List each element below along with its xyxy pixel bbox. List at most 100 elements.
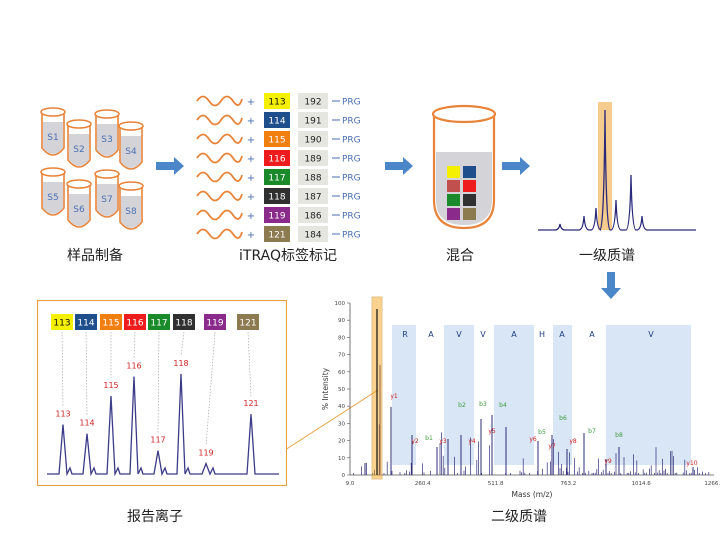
sample-tube: S5: [40, 167, 66, 216]
y-ion-label: y2: [411, 438, 419, 445]
plus-sign: +: [247, 230, 255, 241]
b-ion-label: b6: [559, 415, 567, 422]
y-tick-label: 0: [342, 473, 346, 479]
y-tick-label: 50: [338, 387, 345, 393]
reporter-box: [237, 314, 259, 330]
y-ion-label: y5: [488, 428, 496, 435]
balance-tag-label: 192: [304, 98, 321, 108]
balance-tag-box: [298, 169, 328, 185]
sequence-residue: V: [480, 330, 486, 339]
peptide-wave-icon: [196, 152, 243, 164]
y-ion-label: y3: [439, 438, 447, 445]
b-ion-label: b1: [425, 435, 433, 442]
precursor-highlight: [598, 102, 612, 230]
reporter-box-label: 117: [150, 319, 167, 329]
sequence-residue: H: [539, 330, 545, 339]
x-tick-label: 763.2: [561, 481, 577, 487]
reporter-peak-label: 118: [173, 359, 188, 368]
mixed-sample-swatch: [463, 194, 476, 206]
reporter-peak-label: 113: [55, 410, 70, 419]
balance-tag-box: [298, 150, 328, 166]
mixed-sample-swatch: [447, 208, 460, 220]
reactive-group-label: PRG: [342, 231, 361, 241]
arrow-down-icon: [601, 272, 621, 299]
reporter-box: [173, 314, 195, 330]
reporter-box-label: 119: [206, 319, 223, 329]
leader-line: [205, 331, 216, 446]
reporter-tag-label: 119: [268, 212, 285, 222]
y-tick-label: 10: [338, 456, 345, 462]
b-ion-label: b5: [538, 429, 546, 436]
reporter-tag-box: [264, 226, 290, 242]
reporter-tag-label: 115: [268, 136, 285, 146]
leader-line: [133, 331, 136, 359]
y-tick-label: 90: [338, 318, 345, 324]
reactive-group-label: PRG: [342, 136, 361, 146]
sequence-band: [494, 325, 534, 465]
ms1-spectrum: [538, 102, 696, 231]
sample-label: S6: [73, 205, 85, 215]
b-ion-label: b8: [615, 432, 623, 439]
y-ion-label: y7: [548, 443, 556, 450]
balance-tag-box: [298, 207, 328, 223]
x-tick-label: 260.4: [415, 481, 431, 487]
sequence-band: [606, 325, 691, 465]
sequence-band: [444, 325, 474, 465]
balance-tag-box: [298, 188, 328, 204]
leader-line: [85, 331, 88, 416]
reporter-peak-label: 121: [243, 399, 258, 408]
y-tick-label: 30: [338, 421, 345, 427]
reporter-tag-label: 118: [268, 193, 285, 203]
plus-sign: +: [247, 173, 255, 184]
sample-label: S7: [101, 195, 112, 205]
mixed-sample-swatch: [463, 166, 476, 178]
sample-label: S1: [47, 133, 58, 143]
mixed-sample-swatch: [447, 194, 460, 206]
sequence-residue: A: [428, 330, 434, 339]
sample-label: S4: [125, 147, 137, 157]
peptide-wave-icon: [196, 114, 243, 126]
reporter-panel-frame: [37, 300, 287, 486]
balance-tag-box: [298, 112, 328, 128]
x-tick-label: 9.0: [346, 481, 355, 487]
peptide-wave-icon: [196, 133, 243, 145]
sequence-residue: V: [456, 330, 462, 339]
y-ion-label: y1: [390, 393, 398, 400]
b-ion-label: b2: [458, 402, 466, 409]
plus-sign: +: [247, 192, 255, 203]
reporter-box: [148, 314, 170, 330]
x-tick-label: 511.8: [488, 481, 504, 487]
reporter-tag-label: 116: [268, 155, 285, 165]
sample-tube: S8: [118, 181, 144, 230]
mixed-sample-swatch: [463, 180, 476, 192]
y-ion-label: y9: [604, 458, 612, 465]
reactive-group-label: PRG: [342, 98, 361, 108]
b-ion-label: b3: [479, 401, 487, 408]
balance-tag-label: 188: [304, 174, 321, 184]
peptide-wave-icon: [196, 209, 243, 221]
sample-label: S3: [101, 135, 112, 145]
balance-tag-box: [298, 131, 328, 147]
reporter-tag-label: 113: [268, 98, 285, 108]
plus-sign: +: [247, 116, 255, 127]
reporter-trace: [47, 373, 279, 477]
sample-tube: S2: [66, 119, 92, 168]
reporter-peak-label: 115: [103, 381, 118, 390]
stage-label-mix: 混合: [446, 248, 474, 264]
stage-label-ms1: 一级质谱: [579, 248, 635, 264]
sample-label: S2: [73, 145, 84, 155]
reporter-box: [75, 314, 97, 330]
reporter-box: [51, 314, 73, 330]
arrow-right-icon: [385, 157, 413, 175]
tube-opening: [431, 104, 497, 124]
reactive-group-label: PRG: [342, 174, 361, 184]
reporter-box-label: 115: [102, 319, 119, 329]
y-tick-label: 70: [338, 353, 345, 359]
y-tick-label: 20: [338, 439, 345, 445]
sample-label: S5: [47, 193, 58, 203]
y-tick-label: 80: [338, 335, 345, 341]
reporter-box: [100, 314, 122, 330]
sample-tube: S1: [40, 107, 66, 156]
plus-sign: +: [247, 211, 255, 222]
